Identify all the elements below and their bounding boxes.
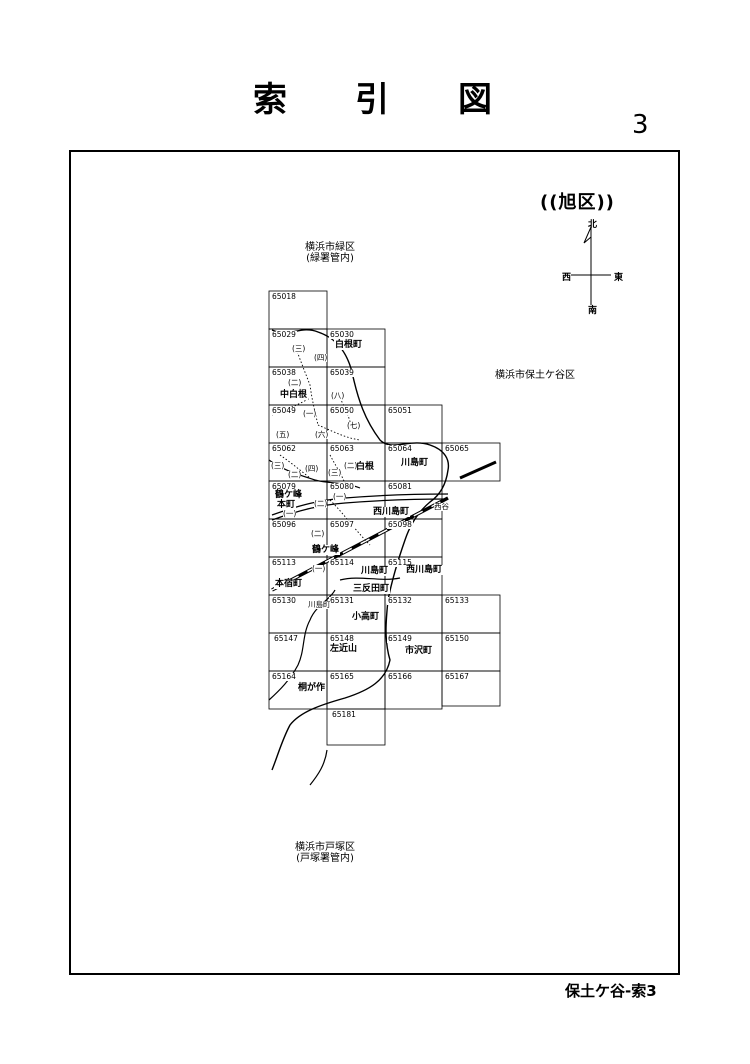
subdistrict-label: (三) (271, 461, 285, 470)
place-shirane: 白根 (355, 462, 376, 472)
place-nishi-kawashima-1: 西川島町 (372, 507, 411, 517)
place-nishi-kawashima-2: 西川島町 (405, 565, 444, 575)
page-number: 3 (632, 110, 649, 140)
cell-65049[interactable]: 65049 (271, 406, 297, 415)
subdistrict-label: (三) (292, 344, 306, 353)
cell-65166[interactable]: 65166 (387, 672, 413, 681)
cell-65181[interactable]: 65181 (331, 710, 357, 719)
place-tsurugamine: 鶴ケ峰 (311, 545, 341, 555)
cell-65062[interactable]: 65062 (271, 444, 297, 453)
cell-65097[interactable]: 65097 (329, 520, 355, 529)
title-char-1: 索 (253, 80, 287, 120)
region-midori: 横浜市緑区 (緑署管内) (290, 242, 370, 264)
compass-west: 西 (562, 273, 572, 283)
subdistrict-label: (二) (288, 378, 302, 387)
place-shirane-cho: 白根町 (334, 340, 364, 350)
compass-east: 東 (614, 273, 624, 283)
subdistrict-label: (二) (288, 470, 302, 479)
subdistrict-label: (一) (312, 564, 326, 573)
compass-icon (571, 225, 611, 305)
cell-65080[interactable]: 65080 (329, 482, 355, 491)
subdistrict-label: (六) (315, 430, 329, 439)
cell-65147[interactable]: 65147 (273, 634, 299, 643)
cell-65081[interactable]: 65081 (387, 482, 413, 491)
cell-65114[interactable]: 65114 (329, 558, 355, 567)
place-kotaka-cho: 小高町 (351, 612, 381, 622)
region-totsuka: 横浜市戸塚区 (戸塚署管内) (280, 842, 370, 864)
compass-south: 南 (588, 306, 598, 316)
railway (271, 460, 497, 592)
cell-65050[interactable]: 65050 (329, 406, 355, 415)
place-kirigasaku: 桐が作 (297, 683, 327, 693)
region-midori-name: 横浜市緑区 (305, 242, 355, 253)
cell-65065[interactable]: 65065 (444, 444, 470, 453)
place-kawashima-cho: 川島町 (400, 458, 430, 468)
cell-65148[interactable]: 65148 (329, 634, 355, 643)
cell-65079[interactable]: 65079 (271, 482, 297, 491)
cell-65149[interactable]: 65149 (387, 634, 413, 643)
cell-65164[interactable]: 65164 (271, 672, 297, 681)
region-hodogaya: 横浜市保土ケ谷区 (495, 370, 575, 381)
subdistrict-label: (五) (276, 430, 290, 439)
subdistrict-label: (四) (314, 353, 328, 362)
cell-65051[interactable]: 65051 (387, 406, 413, 415)
subdistrict-label: (一) (283, 509, 297, 518)
cell-65064[interactable]: 65064 (387, 444, 413, 453)
place-kawashima-small: 川島町 (308, 600, 331, 609)
cell-65167[interactable]: 65167 (444, 672, 470, 681)
cell-65150[interactable]: 65150 (444, 634, 470, 643)
region-totsuka-police: (戸塚署管内) (296, 853, 354, 864)
subdistrict-label: (二) (344, 461, 358, 470)
region-totsuka-name: 横浜市戸塚区 (295, 842, 355, 853)
region-midori-police: (緑署管内) (306, 253, 354, 264)
subdistrict-label: (四) (305, 464, 319, 473)
subdistrict-label: (一) (333, 492, 347, 501)
cell-65131[interactable]: 65131 (329, 596, 355, 605)
place-tsurugamine-honcho-1: 鶴ケ峰 (274, 490, 304, 500)
map-frame (69, 150, 680, 975)
cell-65063[interactable]: 65063 (329, 444, 355, 453)
place-honjuku-cho: 本宿町 (274, 579, 304, 589)
cell-65096[interactable]: 65096 (271, 520, 297, 529)
cell-65030[interactable]: 65030 (329, 330, 355, 339)
subdistrict-label: (七) (347, 421, 361, 430)
place-mitsukyo-cho: 三反田町 (352, 584, 391, 594)
subdistrict-label: (一) (303, 409, 317, 418)
ward-label: ((旭区)) (540, 192, 615, 213)
title-char-2: 引 (355, 80, 389, 120)
cell-65018[interactable]: 65018 (271, 292, 297, 301)
cell-65132[interactable]: 65132 (387, 596, 413, 605)
place-naka-shirane: 中白根 (279, 390, 309, 400)
subdistrict-label: (二) (311, 529, 325, 538)
place-tsurugamine-honcho-2: 本町 (276, 500, 297, 510)
cell-65133[interactable]: 65133 (444, 596, 470, 605)
place-ichizawa-cho: 市沢町 (404, 646, 434, 656)
subdistrict-label: (三) (328, 468, 342, 477)
cell-65113[interactable]: 65113 (271, 558, 297, 567)
place-kawashima-cho-2: 川島町 (360, 566, 390, 576)
subdistrict-label: (八) (331, 391, 345, 400)
page-footer: 保土ケ谷-索3 (565, 982, 657, 1000)
place-sakonyama: 左近山 (329, 644, 359, 654)
cell-65165[interactable]: 65165 (329, 672, 355, 681)
compass-north: 北 (588, 220, 598, 230)
cell-65115[interactable]: 65115 (387, 558, 413, 567)
cell-65029[interactable]: 65029 (271, 330, 297, 339)
cell-65038[interactable]: 65038 (271, 368, 297, 377)
compass: 北 南 西 東 (556, 215, 626, 316)
page-title: 索 引 図 (0, 72, 750, 122)
cell-65039[interactable]: 65039 (329, 368, 355, 377)
index-grid (268, 290, 501, 746)
title-char-3: 図 (458, 80, 492, 120)
place-nishiya: 西谷 (434, 502, 449, 511)
cell-65098[interactable]: 65098 (387, 520, 413, 529)
subdistrict-label: (二) (314, 499, 328, 508)
cell-65130[interactable]: 65130 (271, 596, 297, 605)
